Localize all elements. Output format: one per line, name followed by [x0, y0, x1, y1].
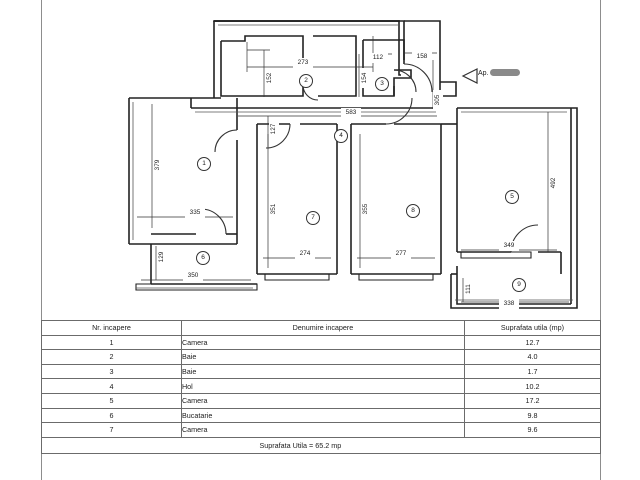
cell-nr: 4	[41, 378, 182, 394]
cell-area: 4.0	[463, 349, 602, 365]
dimension-label: 492	[549, 173, 559, 193]
dimension-label: 277	[391, 249, 411, 259]
room-marker: 7	[306, 211, 320, 225]
cell-nr: 5	[41, 392, 182, 409]
table-head: Nr. incapere Denumire incapere Suprafata…	[41, 320, 602, 336]
dimension-label: 379	[153, 155, 163, 175]
apartment-number-redacted	[489, 69, 520, 76]
table-total-row: Suprafata Utila = 65.2 mp	[41, 436, 602, 454]
cell-area: 17.2	[463, 392, 602, 409]
entry-arrow-icon	[461, 68, 478, 84]
dimension-label: 127	[269, 119, 279, 139]
room-marker: 5	[505, 190, 519, 204]
dimension-label: 111	[464, 279, 474, 299]
dimension-label: 273	[293, 58, 313, 68]
cell-nr: 1	[41, 334, 182, 351]
apartment-label-text: Ap.	[478, 70, 489, 77]
room-marker: 6	[196, 251, 210, 265]
floor-plan-svg	[128, 20, 578, 309]
total-blank-cell	[41, 436, 182, 454]
page-border-right	[600, 0, 601, 480]
cell-name: Camera	[180, 422, 465, 438]
dimension-label: 112	[368, 53, 388, 63]
door-room7	[265, 123, 291, 149]
dimension-label: 305	[433, 90, 443, 110]
dimension-label: 355	[361, 199, 371, 219]
dimension-label: 129	[157, 247, 167, 267]
room-marker: 9	[512, 278, 526, 292]
cell-name: Baie	[180, 349, 465, 365]
total-label: Suprafata Utila = 65.2 mp	[181, 436, 602, 454]
apartment-label: Ap.	[478, 69, 520, 77]
door-entry	[403, 63, 433, 93]
dimension-label: 350	[183, 271, 203, 281]
cell-nr: 3	[41, 363, 182, 380]
dimension-label: 274	[295, 249, 315, 259]
dimension-label: 154	[360, 68, 370, 88]
dimension-label: 335	[185, 208, 205, 218]
cell-nr: 7	[41, 422, 182, 438]
door-room3	[393, 69, 417, 93]
table-header-row: Nr. incapere Denumire incapere Suprafata…	[41, 320, 602, 336]
cell-area: 10.2	[463, 378, 602, 394]
room-marker: 1	[197, 157, 211, 171]
cell-name: Hol	[180, 378, 465, 394]
cell-name: Baie	[180, 363, 465, 380]
room-marker: 8	[406, 204, 420, 218]
cell-area: 9.6	[463, 422, 602, 438]
table-foot: Suprafata Utila = 65.2 mp	[41, 436, 602, 454]
cell-area: 1.7	[463, 363, 602, 380]
dimension-label: 583	[341, 108, 361, 118]
room-table: Nr. incapere Denumire incapere Suprafata…	[41, 320, 602, 454]
door-room8	[385, 97, 413, 125]
dimension-lines	[137, 36, 569, 303]
dimension-label: 158	[412, 52, 432, 62]
door-swings	[200, 63, 539, 253]
page-border-left	[41, 0, 42, 480]
col-header-area: Suprafata utila (mp)	[463, 320, 602, 336]
dimension-label: 351	[269, 199, 279, 219]
cell-name: Camera	[180, 334, 465, 351]
floor-plan-drawing: 1 2 3 4 5 6 7 8 9 273 152 112 154 158 305 583 127 379 335…	[41, 12, 601, 317]
room-schedule-table: Nr. incapere Denumire incapere Suprafata…	[41, 320, 602, 454]
cell-nr: 6	[41, 407, 182, 424]
room-marker: 3	[375, 77, 389, 91]
cell-name: Bucatarie	[180, 407, 465, 424]
col-header-nr: Nr. incapere	[41, 320, 182, 336]
cell-nr: 2	[41, 349, 182, 365]
dimension-label: 338	[499, 299, 519, 309]
plan-wall-inner-lines	[132, 24, 573, 301]
cell-name: Camera	[180, 392, 465, 409]
cell-area: 9.8	[463, 407, 602, 424]
col-header-name: Denumire incapere	[180, 320, 465, 336]
cell-area: 12.7	[463, 334, 602, 351]
door-room1-top	[214, 129, 238, 153]
dimension-label: 349	[499, 241, 519, 251]
dimension-label: 152	[265, 68, 275, 88]
room-marker: 4	[334, 129, 348, 143]
room-marker: 2	[299, 74, 313, 88]
